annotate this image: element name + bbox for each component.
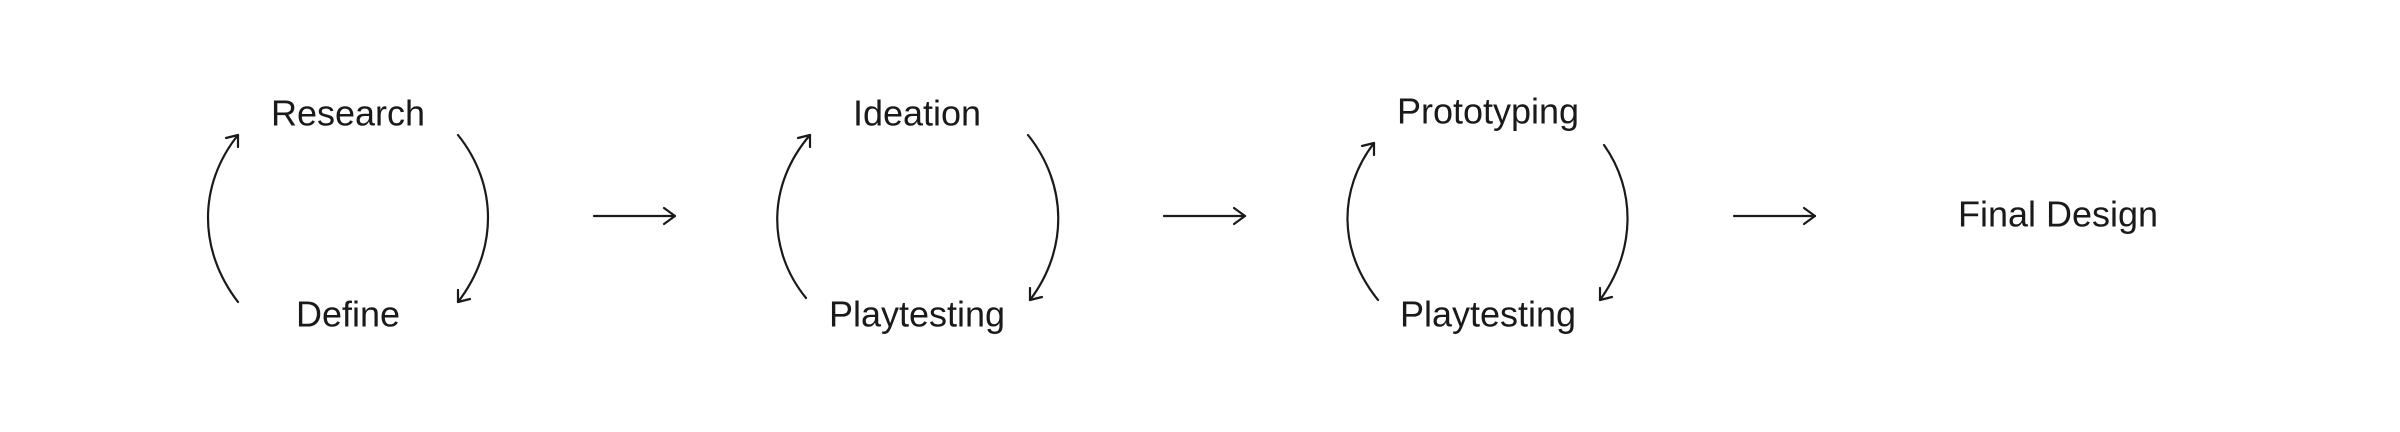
final-design-label: Final Design [1958,194,2158,235]
stage-prototyping-playtesting: Prototyping Playtesting [1346,91,1629,335]
stage-label-research: Research [271,93,425,134]
stage-label-define: Define [296,294,400,335]
cycle-arrow-right-icon [1026,133,1060,302]
stage-label-prototyping: Prototyping [1397,91,1579,132]
stage-label-playtesting: Playtesting [829,294,1005,335]
right-arrow-icon [1162,206,1247,226]
cycle-arrow-left-icon [206,133,240,304]
stage-ideation-playtesting: Ideation Playtesting [776,93,1060,335]
cycle-arrow-right-icon [1598,143,1629,302]
stage-research-define: Research Define [206,93,490,335]
cycle-arrow-left-icon [1346,141,1380,302]
cycle-arrow-right-icon [456,133,490,304]
right-arrow-icon [1732,206,1817,226]
stage-label-ideation: Ideation [853,93,981,134]
right-arrow-icon [592,206,677,226]
stage-label-playtesting: Playtesting [1400,294,1576,335]
cycle-arrow-left-icon [776,133,812,300]
